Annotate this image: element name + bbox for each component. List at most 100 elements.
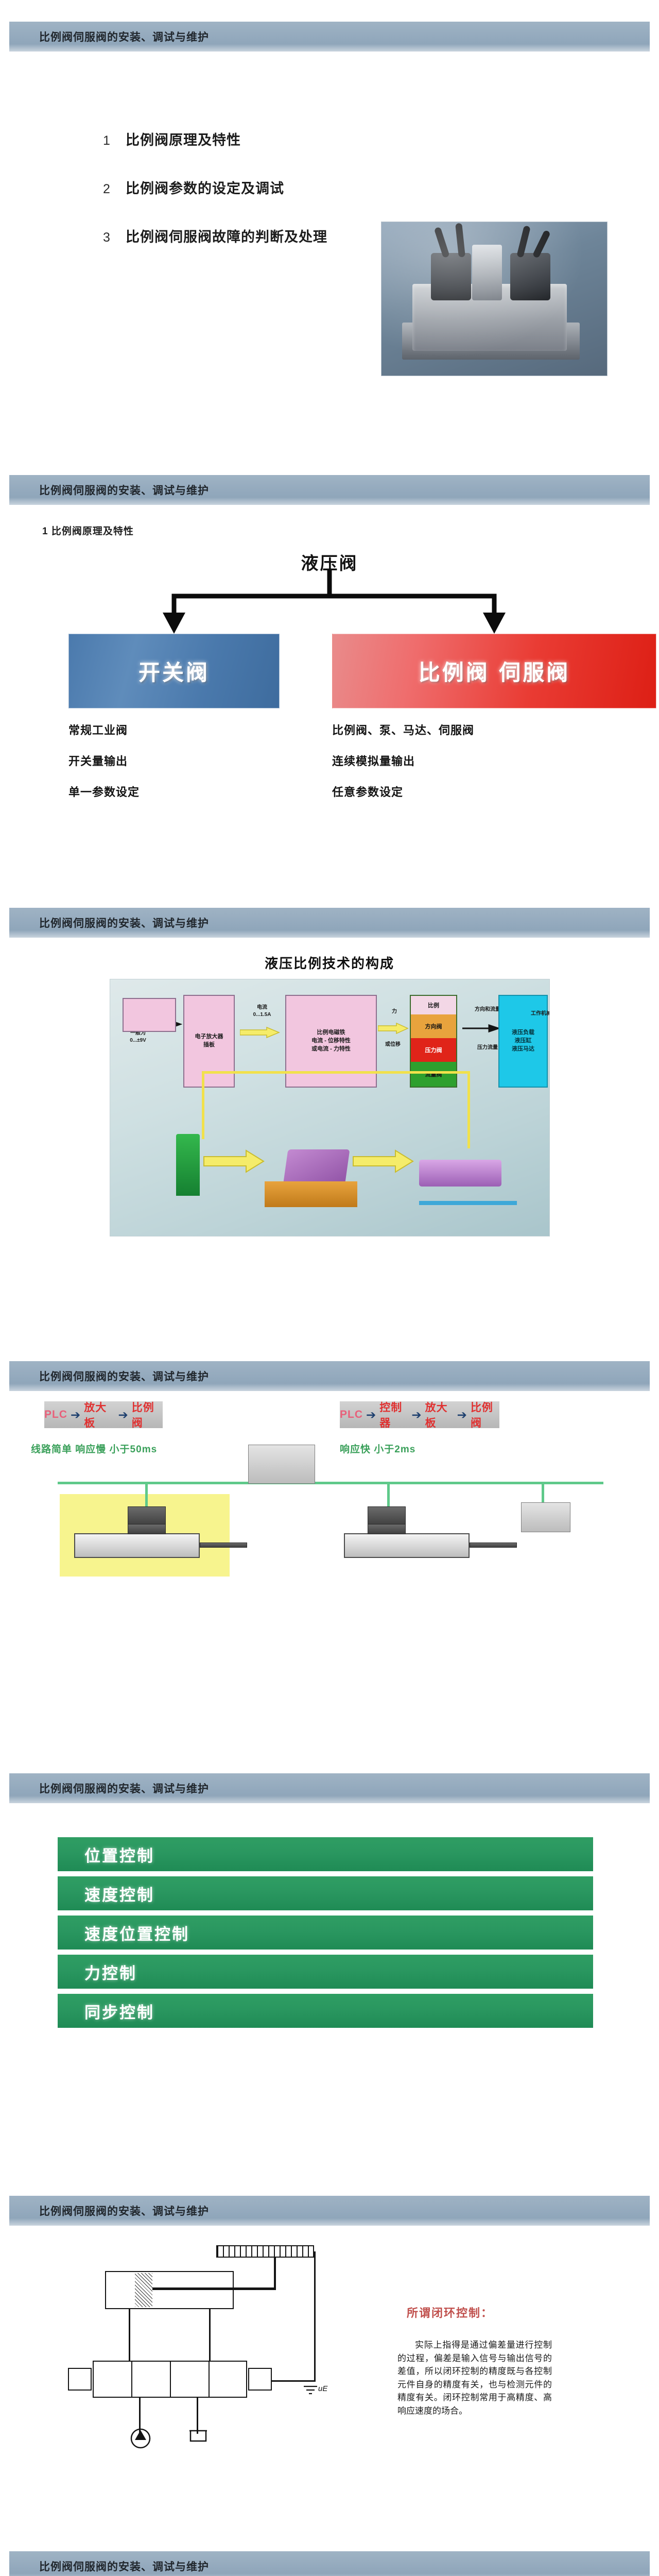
arrow-icon: ➔ xyxy=(411,1408,422,1421)
chain-1-note: 线路简单 响应慢 小于50ms xyxy=(31,1444,158,1455)
arrow-icon: ➔ xyxy=(71,1408,81,1421)
bus-drop xyxy=(387,1482,390,1509)
bar-label: 位置控制 xyxy=(84,1846,154,1866)
switch-valve-box[interactable]: 开关阀 xyxy=(68,634,280,708)
illustration-green-sensor xyxy=(176,1134,200,1196)
slide-title-bar: 比例阀伺服阀的安装、调试与维护 xyxy=(9,2551,650,2576)
feedback-line xyxy=(314,2251,316,2381)
page-title: 比例阀伺服阀的安装、调试与维护 xyxy=(39,1370,209,1383)
hydraulic-load-block[interactable]: 液压负载 液压缸 液压马达 xyxy=(498,995,548,1088)
bus-drop xyxy=(542,1482,544,1509)
arrow-icon: ➔ xyxy=(118,1408,129,1421)
pressure-flow-label: 压力流量 xyxy=(477,1045,498,1050)
amplifier-card xyxy=(368,1506,406,1526)
tank-icon xyxy=(189,2430,207,2442)
arrow-icon xyxy=(378,1023,409,1034)
pump-icon xyxy=(130,2428,151,2449)
slide-closed-loop: 比例阀伺服阀的安装、调试与维护 xyxy=(0,2184,659,2540)
item-number: 1 xyxy=(103,133,110,148)
control-bar-sync[interactable]: 同步控制 xyxy=(58,1994,593,2028)
ground-icon xyxy=(304,2385,317,2395)
proportional-valve-label: 比例阀 xyxy=(131,1402,154,1429)
illustration-cabinet xyxy=(123,998,176,1032)
hydraulic-cylinder xyxy=(105,2271,234,2309)
displacement-label: 或位移 xyxy=(385,1042,401,1047)
control-bar-position[interactable]: 位置控制 xyxy=(58,1837,593,1871)
piston-rod xyxy=(200,1543,247,1548)
arrow-icon xyxy=(203,1149,265,1173)
valve-divider xyxy=(209,2361,210,2398)
page-title: 比例阀伺服阀的安装、调试与维护 xyxy=(39,2561,209,2573)
port-line-b xyxy=(209,2309,211,2361)
illustration-cylinder xyxy=(419,1160,501,1187)
closed-loop-body: 实际上指得是通过偏差量进行控制的过程，偏差是输入信号与输出信号的差值，所以闭环控… xyxy=(397,2340,552,2416)
control-bar-velocity[interactable]: 速度控制 xyxy=(58,1876,593,1910)
closed-loop-heading: 所谓闭环控制： xyxy=(407,2307,494,2320)
valve-row: 比例 xyxy=(411,996,456,1014)
agenda-list: 1 比例阀原理及特性 2 比例阀参数的设定及调试 3 比例阀伺服阀故障的判断及处… xyxy=(103,129,327,274)
amplifier-card xyxy=(128,1506,166,1526)
page-title: 比例阀伺服阀的安装、调试与维护 xyxy=(39,1783,209,1795)
amplifier-block[interactable]: 电子放大器 插板 xyxy=(183,995,235,1088)
bus-drop xyxy=(145,1482,148,1509)
prop-valve-caption-2: 连续模拟量输出 xyxy=(332,755,415,768)
control-bar-force[interactable]: 力控制 xyxy=(58,1955,593,1989)
plc-system-illustration xyxy=(27,1445,634,1597)
prop-valve-caption-3: 任意参数设定 xyxy=(332,786,404,799)
amplifier-board-label: 放大板 xyxy=(84,1402,107,1429)
plc-module xyxy=(248,1445,315,1484)
page-title: 比例阀伺服阀的安装、调试与维护 xyxy=(39,484,209,497)
section-label: 1 比例阀原理及特性 xyxy=(42,526,134,537)
page-title: 比例阀伺服阀的安装、调试与维护 xyxy=(39,917,209,929)
valve-stack[interactable]: 比例 方向阀 压力阀 流量阀 xyxy=(410,995,457,1088)
tank-line xyxy=(197,2398,198,2434)
plc-label: PLC xyxy=(340,1409,363,1420)
piston-rod xyxy=(470,1543,517,1548)
arrow-icon xyxy=(353,1149,414,1173)
tree-connector xyxy=(163,569,506,634)
item-number: 2 xyxy=(103,182,110,196)
page-title: 比例阀伺服阀的安装、调试与维护 xyxy=(39,31,209,43)
list-item[interactable]: 2 比例阀参数的设定及调试 xyxy=(103,177,327,197)
arrow-icon: ➔ xyxy=(457,1408,467,1421)
port-line-a xyxy=(129,2309,130,2361)
chain-2-note: 响应快 小于2ms xyxy=(340,1444,416,1455)
valve-product-photo xyxy=(381,222,608,376)
position-sensor-scale xyxy=(216,2245,314,2258)
plc-chain-1[interactable]: PLC ➔ 放大板 ➔ 比例阀 xyxy=(44,1401,163,1429)
sensor-link xyxy=(274,2258,276,2289)
proportional-servo-valve-box[interactable]: 比例阀 伺服阀 xyxy=(332,634,656,708)
item-label: 比例阀原理及特性 xyxy=(126,132,241,148)
feedback-line xyxy=(272,2380,316,2382)
arrow-icon: ➔ xyxy=(366,1408,377,1421)
picture-title: 液压比例技术的构成 xyxy=(264,956,394,972)
list-item[interactable]: 3 比例阀伺服阀故障的判断及处理 xyxy=(103,226,327,246)
piston-hatching xyxy=(135,2273,152,2307)
slide-composition: 比例阀伺服阀的安装、调试与维护 液压比例技术的构成 输入电信号 一般为 0...… xyxy=(0,896,659,1350)
slide-title-bar: 比例阀伺服阀的安装、调试与维护 xyxy=(9,22,650,52)
bus-line xyxy=(58,1482,603,1484)
list-item[interactable]: 1 比例阀原理及特性 xyxy=(103,129,327,149)
controller-unit xyxy=(521,1502,570,1532)
proportional-valve-label: 比例阀 xyxy=(470,1402,493,1429)
slide-open-loop: 比例阀伺服阀的安装、调试与维护 m xyxy=(0,2540,659,2576)
item-label: 比例阀参数的设定及调试 xyxy=(126,181,284,197)
item-number: 3 xyxy=(103,230,110,245)
arrow-icon xyxy=(462,1024,499,1033)
closed-loop-schematic: uE xyxy=(62,2242,371,2500)
bar-label: 同步控制 xyxy=(84,2003,154,2022)
slide-agenda: 比例阀伺服阀的安装、调试与维护 1 比例阀原理及特性 2 比例阀参数的设定及调试… xyxy=(0,0,659,464)
input-signal-sub: 一般为 0...±9V xyxy=(130,1030,146,1043)
valve-row: 方向阀 xyxy=(411,1014,456,1038)
valve-row: 流量阀 xyxy=(411,1062,456,1087)
illustration-valve-block xyxy=(265,1181,357,1207)
plc-chain-2[interactable]: PLC ➔ 控制器 ➔ 放大板 ➔ 比例阀 xyxy=(340,1401,499,1429)
proportional-solenoid-block[interactable]: 比例电磁铁 电流 - 位移特性 或电流 - 力特性 xyxy=(285,995,377,1088)
control-bar-velocity-position[interactable]: 速度位置控制 xyxy=(58,1916,593,1950)
composition-diagram: 输入电信号 一般为 0...±9V 电子放大器 插板 电流0...1.5A 比例… xyxy=(110,979,550,1236)
prop-valve-caption-1: 比例阀、泵、马达、伺服阀 xyxy=(332,724,475,737)
piston-rod xyxy=(152,2287,276,2290)
force-label: 力 xyxy=(392,1009,397,1014)
hydraulic-cylinder xyxy=(74,1533,200,1558)
